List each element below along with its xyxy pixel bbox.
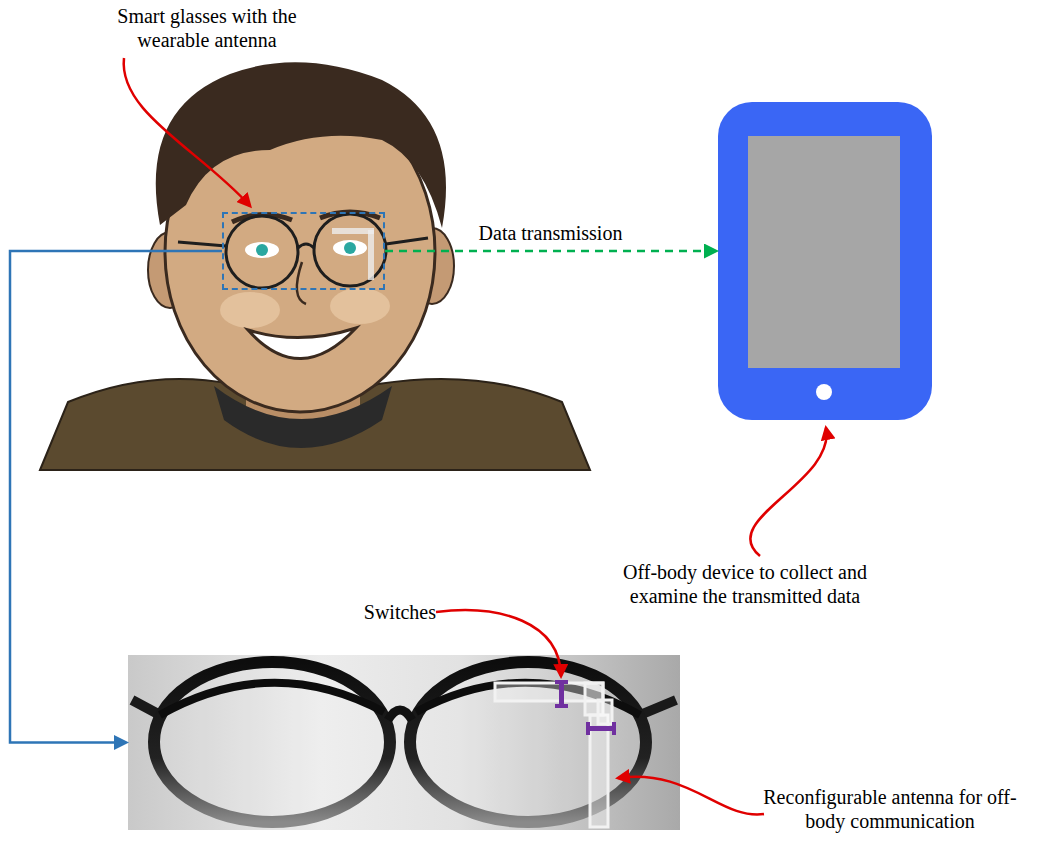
zoom-link-arrow bbox=[10, 251, 222, 743]
glasses-photo-panel: SwitchesReconfigurable antenna for off-b… bbox=[128, 655, 680, 830]
switch-symbol bbox=[555, 704, 568, 708]
switch-symbol bbox=[612, 722, 616, 735]
glasses-bridge bbox=[298, 244, 314, 248]
tablet-device: Off-body device to collect and examine t… bbox=[718, 102, 932, 420]
callout-text: Smart glasses with the wearable antenna bbox=[102, 4, 312, 52]
callout-arrows bbox=[124, 58, 827, 814]
switch-symbol bbox=[555, 680, 568, 684]
home-button bbox=[816, 384, 832, 400]
cheek-highlight bbox=[330, 288, 390, 324]
leader-arrow bbox=[436, 610, 561, 676]
glasses-temple bbox=[178, 238, 428, 246]
iris bbox=[344, 242, 356, 254]
leader-arrow bbox=[124, 58, 250, 206]
antenna-trace bbox=[495, 683, 603, 701]
cheek-highlight bbox=[220, 292, 280, 328]
glasses-photo bbox=[132, 662, 676, 827]
switch-symbol bbox=[586, 722, 590, 735]
data-link-arrow bbox=[385, 250, 716, 253]
cartoon-person bbox=[40, 62, 590, 470]
switch-symbol bbox=[588, 726, 614, 731]
glasses-bridge bbox=[388, 710, 412, 720]
leader-arrow bbox=[618, 777, 764, 815]
switch-symbol bbox=[559, 682, 564, 706]
glasses-lens bbox=[226, 216, 298, 288]
glasses-brow bbox=[160, 683, 640, 715]
callout-text: Off-body device to collect and examine t… bbox=[600, 560, 890, 608]
antenna-trace bbox=[598, 700, 612, 724]
glasses-highlight-box: Smart glasses with the wearable antenna bbox=[222, 212, 385, 290]
mouth bbox=[248, 328, 356, 359]
iris bbox=[256, 244, 268, 256]
leader-arrow bbox=[750, 428, 826, 556]
antenna bbox=[495, 683, 612, 827]
callout-text: Switches bbox=[324, 600, 436, 624]
antenna-trace bbox=[590, 715, 608, 827]
switch-symbol bbox=[555, 680, 616, 735]
antenna-trace bbox=[332, 228, 374, 234]
glasses-lens bbox=[314, 214, 386, 286]
tablet-screen bbox=[748, 136, 900, 368]
antenna-trace bbox=[368, 230, 374, 280]
hair bbox=[156, 62, 446, 228]
edge-label: Data transmission bbox=[451, 221, 651, 245]
eye-white bbox=[333, 240, 367, 256]
antenna-trace bbox=[585, 683, 603, 715]
glasses-temple bbox=[132, 700, 676, 715]
eye-white bbox=[245, 242, 279, 258]
glasses-lens bbox=[410, 662, 646, 822]
nose bbox=[297, 262, 306, 304]
glasses-lens bbox=[154, 662, 390, 822]
callout-text: Reconfigurable antenna for off-body comm… bbox=[760, 785, 1020, 833]
